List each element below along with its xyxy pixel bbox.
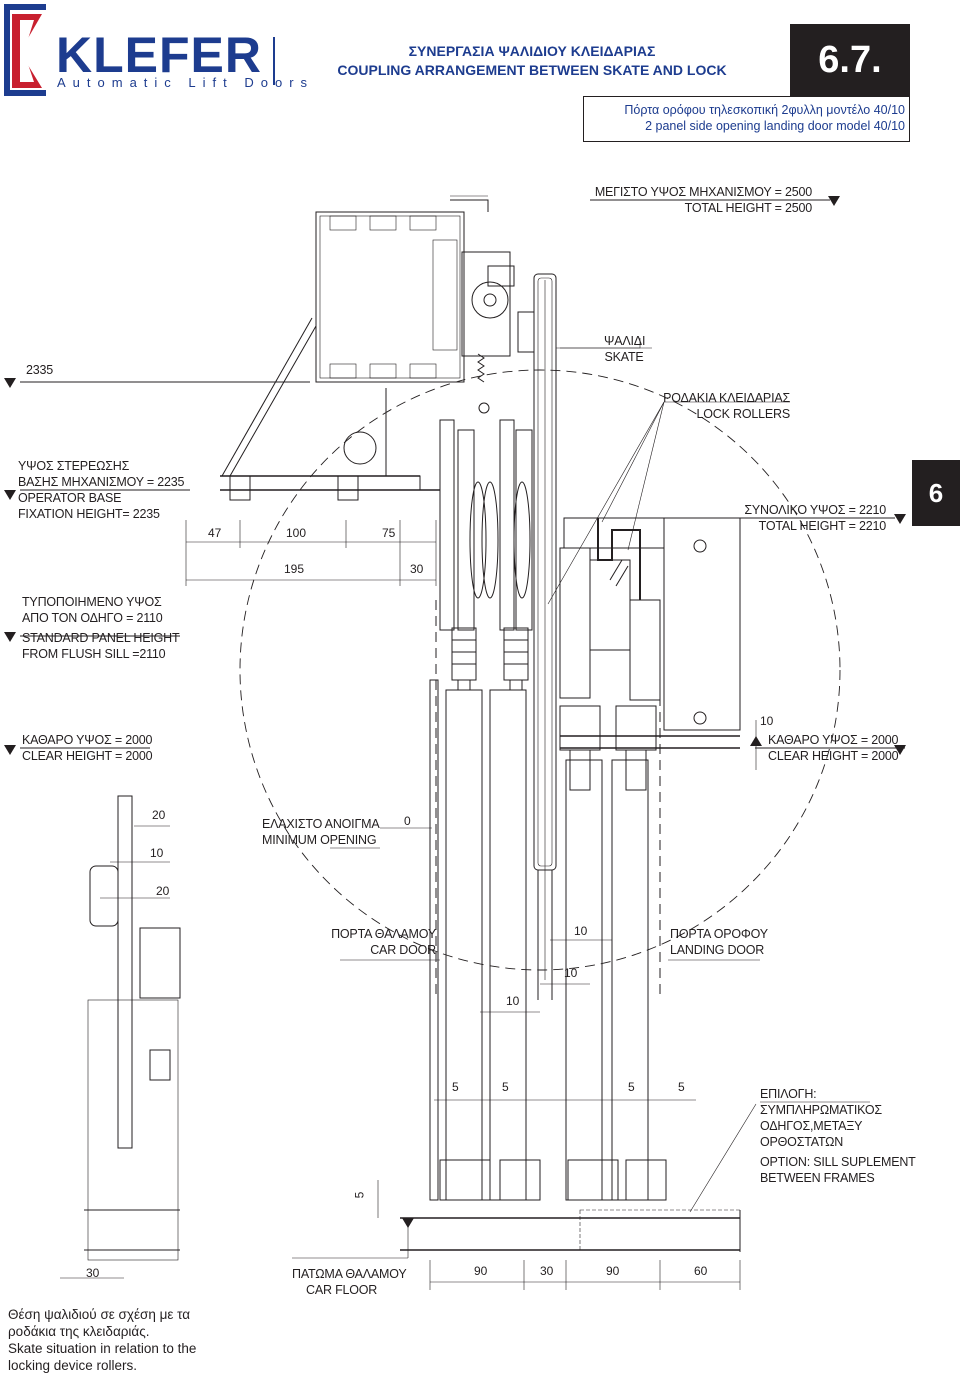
- dim-5-a: 5: [452, 1080, 459, 1094]
- section-number: 6.7.: [790, 24, 910, 96]
- header-divider: [273, 37, 275, 85]
- level-triangle-icon: [4, 745, 16, 755]
- dim-47: 47: [208, 526, 222, 540]
- dim-5-c: 5: [628, 1080, 635, 1094]
- skate-side-view: [117, 795, 133, 1149]
- dim-30-left: 30: [86, 1266, 100, 1280]
- dim-20-bottom: 20: [156, 884, 170, 898]
- dim-10-b: 10: [564, 966, 578, 980]
- dim-10-c: 10: [506, 994, 520, 1008]
- title-greek: ΣΥΝΕΡΓΑΣΙΑ ΨΑΛΙΔΙΟΥ ΚΛΕΙΔΑΡΙΑΣ: [408, 43, 656, 59]
- chapter-tab: 6: [912, 460, 960, 526]
- label-clear-height-left: ΚΑΘΑΡΟ ΥΨΟΣ = 2000 CLEAR HEIGHT = 2000: [22, 733, 153, 763]
- model-box: Πόρτα ορόφου τηλεσκοπική 2φυλλη μοντέλο …: [583, 96, 910, 142]
- label-total-height-2210: ΣΥΝΟΛΙΚΟ ΥΨΟΣ = 2210 TOTAL HEIGHT = 2210: [744, 503, 886, 533]
- dim-10-left: 10: [150, 846, 164, 860]
- arrow-icon: [402, 1218, 414, 1228]
- caption: Θέση ψαλιδιού σε σχέση με τα ροδάκια της…: [8, 1307, 197, 1373]
- level-triangle-icon: [4, 378, 16, 388]
- label-lock-rollers: ΡΟΔΑΚΙΑ ΚΛΕΙΔΑΡΙΑΣ LOCK ROLLERS: [663, 391, 790, 421]
- dim-10-a: 10: [574, 924, 588, 938]
- label-car-door: ΠΟΡΤΑ ΘΑΛΑΜΟΥ CAR DOOR: [331, 927, 436, 957]
- label-fixation-height: ΥΨΟΣ ΣΤΕΡΕΩΣΗΣ ΒΑΣΗΣ ΜΗΧΑΝΙΣΜΟΥ = 2235 O…: [18, 459, 185, 521]
- label-landing-door: ΠΟΡΤΑ ΟΡΟΦΟΥ LANDING DOOR: [670, 927, 768, 957]
- dim-5-d: 5: [678, 1080, 685, 1094]
- door-panels: [429, 679, 649, 1201]
- model-greek: Πόρτα ορόφου τηλεσκοπική 2φυλλη μοντέλο …: [624, 103, 905, 117]
- dim-0: 0: [404, 814, 411, 828]
- lock-housing: [663, 517, 741, 731]
- level-triangle-icon: [894, 514, 906, 524]
- dim-75: 75: [382, 526, 396, 540]
- logo-tagline: Automatic Lift Doors: [57, 75, 315, 90]
- label-total-height-2500: ΜΕΓΙΣΤΟ ΥΨΟΣ ΜΗΧΑΝΙΣΜΟΥ = 2500 TOTAL HEI…: [594, 185, 812, 215]
- model-english: 2 panel side opening landing door model …: [645, 119, 905, 133]
- level-triangle-icon: [4, 632, 16, 642]
- label-clear-height-right: ΚΑΘΑΡΟ ΥΨΟΣ = 2000 CLEAR HEIGHT = 2000: [768, 733, 899, 763]
- page-title: ΣΥΝΕΡΓΑΣΙΑ ΨΑΛΙΔΙΟΥ ΚΛΕΙΔΑΡΙΑΣ COUPLING …: [333, 42, 731, 80]
- hanger-bolts: [451, 627, 529, 691]
- label-skate: ΨΑΛΙΔΙ SKATE: [604, 334, 646, 364]
- dim-90-a: 90: [474, 1264, 488, 1278]
- arrow-icon: [750, 736, 762, 746]
- label-level-2335: 2335: [26, 363, 54, 377]
- detail-circle: [239, 369, 841, 971]
- dim-20-top: 20: [152, 808, 166, 822]
- level-markers: [4, 196, 906, 1228]
- dim-60: 60: [694, 1264, 708, 1278]
- title-english: COUPLING ARRANGEMENT BETWEEN SKATE AND L…: [337, 62, 727, 78]
- dim-5-vertical: 5: [352, 1191, 367, 1199]
- dim-195: 195: [284, 562, 305, 576]
- logo-brand: KLEFER: [56, 27, 262, 83]
- dim-5-b: 5: [502, 1080, 509, 1094]
- level-triangle-icon: [4, 490, 16, 500]
- label-minimum-opening: ΕΛΑΧΙΣΤΟ ΑΝΟΙΓΜΑ MINIMUM OPENING: [262, 817, 380, 847]
- logo-mark-icon: [4, 4, 46, 96]
- operator-housing: [315, 211, 465, 383]
- level-triangle-icon: [894, 745, 906, 755]
- dim-90-b: 90: [606, 1264, 620, 1278]
- label-standard-height: ΤΥΠΟΠΟΙΗΜΕΝΟ ΥΨΟΣ ΑΠΟ ΤΟΝ ΟΔΗΓΟ = 2110 S…: [22, 595, 180, 661]
- dim-100: 100: [286, 526, 307, 540]
- label-option-sill: ΕΠΙΛΟΓΗ: ΣΥΜΠΛΗΡΩΜΑΤΙΚΟΣ ΟΔΗΓΟΣ,ΜΕΤΑΞΥ Ο…: [760, 1087, 916, 1185]
- dim-30-b: 30: [540, 1264, 554, 1278]
- label-car-floor: ΠΑΤΩΜΑ ΘΑΛΑΜΟΥ CAR FLOOR: [292, 1267, 407, 1297]
- level-triangle-icon: [828, 196, 840, 206]
- dim-10-clear: 10: [760, 714, 774, 728]
- dim-30: 30: [410, 562, 424, 576]
